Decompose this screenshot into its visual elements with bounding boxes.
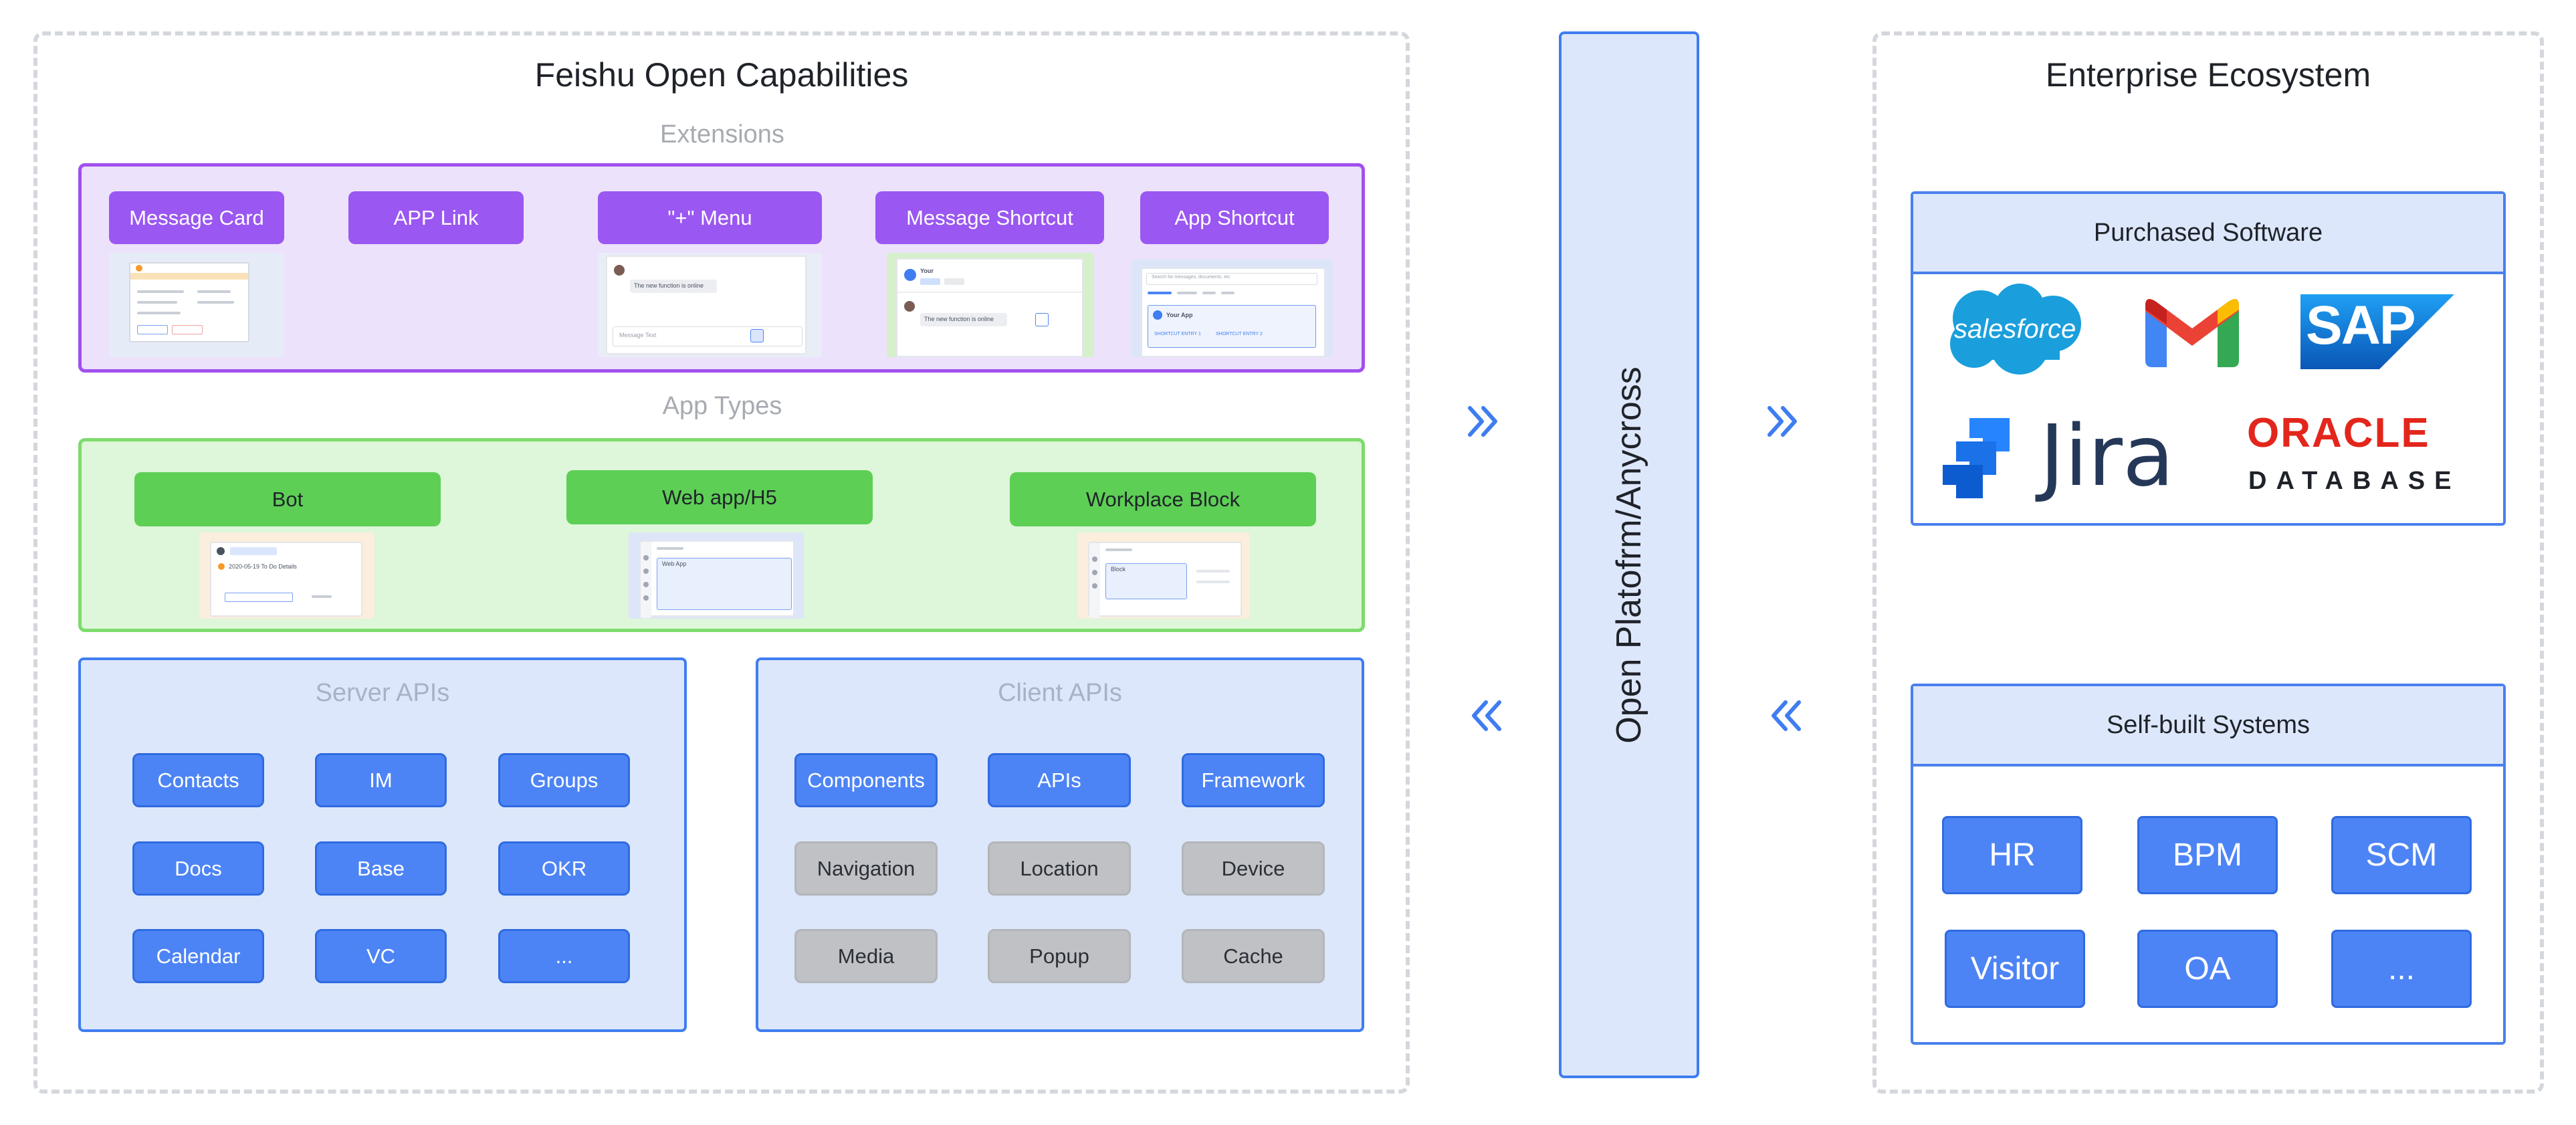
region-title: Feishu Open Capabilities bbox=[534, 56, 909, 94]
bot-preview-text: 2020-05-19 To Do Details bbox=[229, 563, 297, 570]
server-api-more[interactable]: ... bbox=[498, 929, 630, 983]
client-api-navigation[interactable]: Navigation bbox=[794, 841, 938, 896]
server-api-contacts[interactable]: Contacts bbox=[132, 753, 264, 807]
message-card-preview bbox=[109, 253, 284, 357]
system-scm[interactable]: SCM bbox=[2331, 816, 2472, 894]
extensions-heading: Extensions bbox=[660, 120, 784, 148]
oracle-logo-text: ORACLE bbox=[2247, 410, 2430, 456]
jira-logo-text: Jira bbox=[2040, 407, 2175, 505]
app-shortcut-preview-app: Your App bbox=[1166, 312, 1193, 318]
server-api-vc[interactable]: VC bbox=[315, 929, 447, 983]
server-apis-title: Server APIs bbox=[315, 679, 450, 707]
workplace-block-preview-title: Block bbox=[1111, 566, 1126, 573]
jira-logo bbox=[1943, 418, 2010, 498]
client-api-apis[interactable]: APIs bbox=[988, 753, 1131, 807]
message-shortcut-preview: Your The new function is online bbox=[887, 253, 1094, 357]
server-api-calendar[interactable]: Calendar bbox=[132, 929, 264, 983]
sap-logo bbox=[2300, 294, 2454, 369]
plus-menu-preview-input: Message Text bbox=[619, 332, 657, 338]
double-chevron-right-icon bbox=[1767, 406, 1797, 437]
server-api-im[interactable]: IM bbox=[315, 753, 447, 807]
double-chevron-left-icon bbox=[1472, 700, 1501, 731]
app-shortcut-preview: Search for messages, documents, etc Your… bbox=[1132, 260, 1333, 357]
system-bpm[interactable]: BPM bbox=[2137, 816, 2278, 894]
sap-logo-text: SAP bbox=[2306, 295, 2416, 356]
client-api-media[interactable]: Media bbox=[794, 929, 938, 983]
extension-message-shortcut[interactable]: Message Shortcut bbox=[875, 191, 1104, 244]
server-api-docs[interactable]: Docs bbox=[132, 841, 264, 896]
salesforce-logo bbox=[1950, 284, 2081, 375]
app-shortcut-preview-entry-2: SHORTCUT ENTRY 2 bbox=[1216, 332, 1263, 336]
double-chevron-left-icon bbox=[1772, 700, 1801, 731]
system-hr[interactable]: HR bbox=[1942, 816, 2082, 894]
extension-app-link[interactable]: APP Link bbox=[348, 191, 524, 244]
web-app-preview: Web App bbox=[629, 532, 804, 619]
web-app-preview-title: Web App bbox=[662, 560, 687, 567]
double-chevron-right-icon bbox=[1468, 406, 1497, 437]
app-shortcut-preview-search: Search for messages, documents, etc bbox=[1152, 275, 1230, 280]
salesforce-logo-text: salesforce bbox=[1954, 314, 2076, 344]
gmail-logo bbox=[2145, 299, 2239, 367]
app-types-heading: App Types bbox=[662, 392, 782, 420]
self-built-systems-heading: Self-built Systems bbox=[1913, 686, 2503, 766]
purchased-software-heading: Purchased Software bbox=[1913, 194, 2503, 274]
system-oa[interactable]: OA bbox=[2137, 930, 2278, 1008]
server-api-groups[interactable]: Groups bbox=[498, 753, 630, 807]
workplace-block-preview: Block bbox=[1077, 532, 1250, 619]
server-api-okr[interactable]: OKR bbox=[498, 841, 630, 896]
message-shortcut-preview-text: The new function is online bbox=[924, 316, 994, 322]
client-api-cache[interactable]: Cache bbox=[1182, 929, 1325, 983]
client-api-components[interactable]: Components bbox=[794, 753, 938, 807]
client-api-framework[interactable]: Framework bbox=[1182, 753, 1325, 807]
client-api-device[interactable]: Device bbox=[1182, 841, 1325, 896]
client-apis-title: Client APIs bbox=[998, 679, 1122, 707]
app-type-workplace-block[interactable]: Workplace Block bbox=[1010, 472, 1316, 526]
extension-message-card[interactable]: Message Card bbox=[109, 191, 284, 244]
plus-menu-preview: The new function is online Message Text bbox=[598, 253, 822, 357]
extension-plus-menu[interactable]: "+" Menu bbox=[598, 191, 822, 244]
open-platform-bar[interactable]: Open Platofrm/Anycross bbox=[1559, 31, 1699, 1078]
feishu-open-capabilities-region: Feishu Open Capabilities bbox=[33, 31, 1410, 1094]
app-type-bot[interactable]: Bot bbox=[134, 472, 441, 526]
enterprise-ecosystem-region: Enterprise Ecosystem bbox=[1872, 31, 2544, 1094]
app-type-web-app[interactable]: Web app/H5 bbox=[566, 470, 873, 524]
client-api-popup[interactable]: Popup bbox=[988, 929, 1131, 983]
oracle-database-text: DATABASE bbox=[2248, 467, 2461, 495]
message-shortcut-preview-title: Your bbox=[920, 268, 934, 274]
server-api-base[interactable]: Base bbox=[315, 841, 447, 896]
extension-app-shortcut[interactable]: App Shortcut bbox=[1140, 191, 1329, 244]
app-shortcut-preview-entry-1: SHORTCUT ENTRY 1 bbox=[1154, 332, 1201, 336]
region-title: Enterprise Ecosystem bbox=[2045, 56, 2371, 94]
open-platform-label: Open Platofrm/Anycross bbox=[1610, 366, 1648, 744]
client-api-location[interactable]: Location bbox=[988, 841, 1131, 896]
bot-preview: 2020-05-19 To Do Details bbox=[199, 532, 374, 619]
system-more[interactable]: ... bbox=[2331, 930, 2472, 1008]
system-visitor[interactable]: Visitor bbox=[1945, 930, 2085, 1008]
plus-menu-preview-text: The new function is online bbox=[634, 282, 704, 289]
